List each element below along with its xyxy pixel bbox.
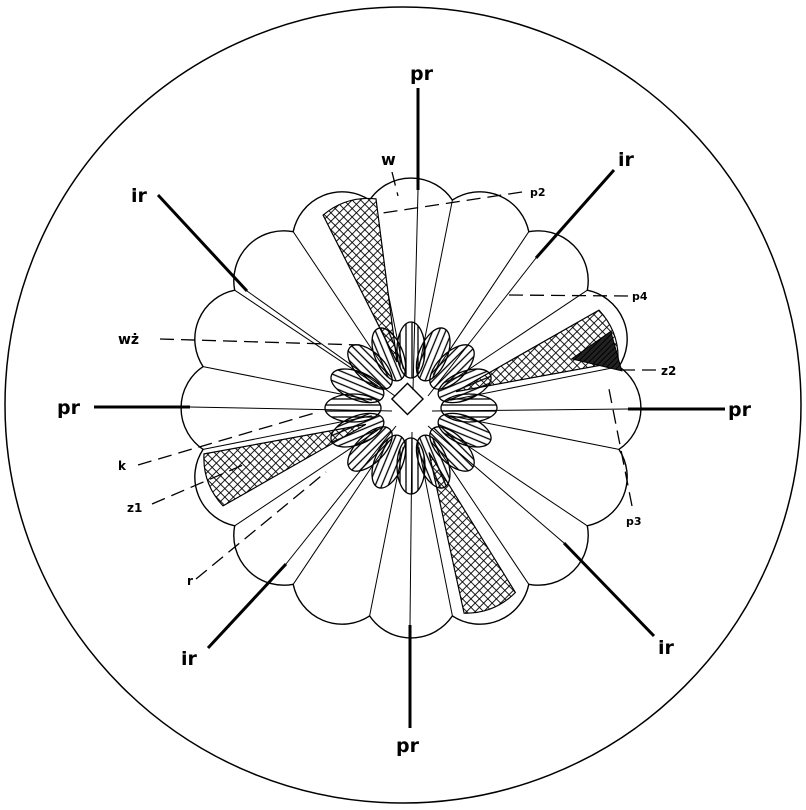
label-wz: wż (118, 332, 139, 348)
label-p3: p3 (626, 515, 642, 528)
label-pr-right: pr (728, 399, 752, 421)
ir-line-top-left (158, 195, 247, 291)
label-p2: p2 (530, 186, 546, 199)
label-ir-bottom-left: ir (181, 648, 198, 670)
label-pr-top: pr (410, 63, 434, 85)
label-ir-bottom-right: ir (658, 637, 675, 659)
ir-line-bottom-right (564, 543, 654, 636)
label-p4: p4 (632, 290, 648, 303)
label-z2: z2 (661, 364, 676, 378)
ir-line-bottom-left (208, 564, 286, 648)
label-ir-top-right: ir (618, 149, 635, 171)
ir-line-top-right (536, 170, 614, 258)
label-w: w (381, 150, 396, 169)
label-z1: z1 (127, 501, 142, 515)
label-ir-top-left: ir (131, 185, 148, 207)
label-pr-left: pr (57, 397, 81, 419)
label-r: r (187, 574, 193, 588)
label-k: k (118, 459, 127, 473)
label-pr-bottom: pr (396, 735, 420, 757)
